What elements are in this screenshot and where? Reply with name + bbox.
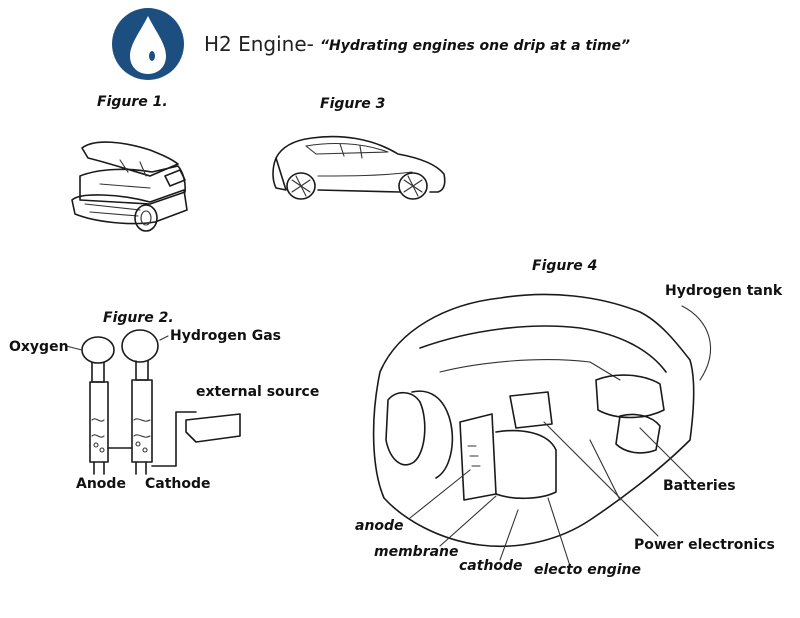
cathode-label: Cathode bbox=[145, 476, 211, 492]
oxygen-label: Oxygen bbox=[9, 339, 69, 355]
electro-engine-label: electo engine bbox=[534, 562, 641, 578]
power-electronics-label: Power electronics bbox=[634, 537, 775, 553]
external-source-label: external source bbox=[196, 384, 319, 400]
page-title: H2 Engine- bbox=[204, 32, 314, 56]
figure-2-label: Figure 2. bbox=[103, 310, 174, 326]
fig4-anode-label: anode bbox=[355, 518, 404, 534]
tagline: “Hydrating engines one drip at a time” bbox=[320, 38, 630, 54]
batteries-label: Batteries bbox=[663, 478, 736, 494]
membrane-label: membrane bbox=[374, 544, 459, 560]
figure-4-label: Figure 4 bbox=[532, 258, 597, 274]
anode-label: Anode bbox=[76, 476, 126, 492]
hydrogen-gas-label: Hydrogen Gas bbox=[170, 328, 281, 344]
figure-1-label: Figure 1. bbox=[97, 94, 168, 110]
hydrogen-tank-label: Hydrogen tank bbox=[665, 283, 782, 299]
figure-3-label: Figure 3 bbox=[320, 96, 385, 112]
fig4-cathode-label: cathode bbox=[459, 558, 523, 574]
